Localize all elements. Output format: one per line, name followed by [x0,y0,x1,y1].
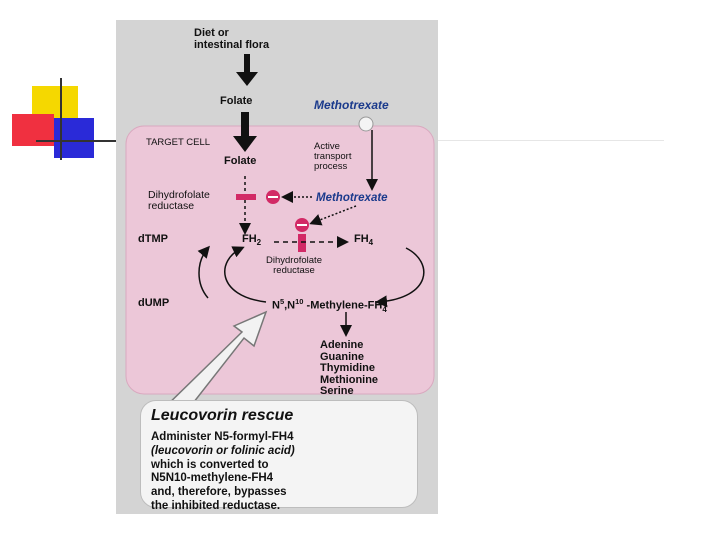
transporter-circle [358,116,374,132]
dump-label: dUMP [138,297,170,309]
dump-to-dtmp-curve [197,245,210,299]
folate-inner-label: Folate [224,155,257,167]
product-item: Guanine [320,350,365,363]
product-item: Serine [320,385,354,398]
rescue-line: Administer N5-formyl-FH4 [151,431,294,443]
rescue-line: and, therefore, bypasses [151,486,287,499]
active-transport-label: Active transport process [314,141,352,172]
dtmp-label: dTMP [138,233,168,245]
deco-faint-rule [436,140,664,141]
product-item: Methionine [320,373,379,386]
product-item: Thymidine [320,362,376,375]
methotrexate-outer-label: Methotrexate [314,98,389,112]
methylene-to-fh2-curve [224,246,267,303]
product-item: Adenine [320,339,364,351]
dihydrofolate-reductase-top-label: Dihydrofolate reductase [148,189,210,213]
diet-label: Diet or intestinal flora [194,27,270,51]
inhibition-bar-mid [298,234,306,252]
methotrexate-mechanism-figure: Diet or intestinal flora Folate Methotre… [116,20,438,514]
rescue-line: which is converted to [151,458,269,471]
folate-into-cell-arrow [233,112,257,152]
target-cell-label: TARGET CELL [146,137,211,148]
dihydrofolate-reductase-mid-label: Dihydrofolate reductase [266,255,322,276]
methylene-sup5: 5 [279,297,285,306]
fh2-label: FH2 [242,233,262,248]
rescue-line: (leucovorin or folinic acid) [151,444,295,457]
inhibition-bar-top [236,194,256,200]
diet-to-folate-arrow [236,54,258,86]
rescue-line: N5N10-methylene-FH4 [151,472,274,485]
rescue-title: Leucovorin rescue [151,407,294,424]
products-list: Adenine Guanine Thymidine Methionine Ser… [320,339,379,398]
methylene-n: N [272,299,280,312]
fh2-sub: 2 [256,238,262,248]
target-cell [125,125,435,395]
methylene-sup10: 10 [295,297,304,306]
deco-vertical-line [60,78,62,160]
methotrexate-inner-label: Methotrexate [316,192,388,204]
methylene-fh4-label: N5,N10 -Methylene-FH4 [272,298,387,314]
fh4-to-methylene-curve [375,247,425,308]
leucovorin-rescue-box: Leucovorin rescue Administer N5-formyl-F… [140,400,418,512]
deco-horizontal-line [36,140,116,142]
fh4-sub: 4 [368,238,374,248]
folate-outer-label: Folate [220,95,253,107]
rescue-line: the inhibited reductase. [151,499,281,512]
rescue-text: Administer N5-formyl-FH4 (leucovorin or … [151,431,411,514]
methylene-mid: ,N [284,299,296,312]
fh4-label: FH4 [354,233,374,248]
methylene-rest: -Methylene-FH [303,299,383,312]
methylene-sub4: 4 [382,304,387,314]
fh4-text: FH [354,233,369,245]
fh2-text: FH [242,233,257,245]
